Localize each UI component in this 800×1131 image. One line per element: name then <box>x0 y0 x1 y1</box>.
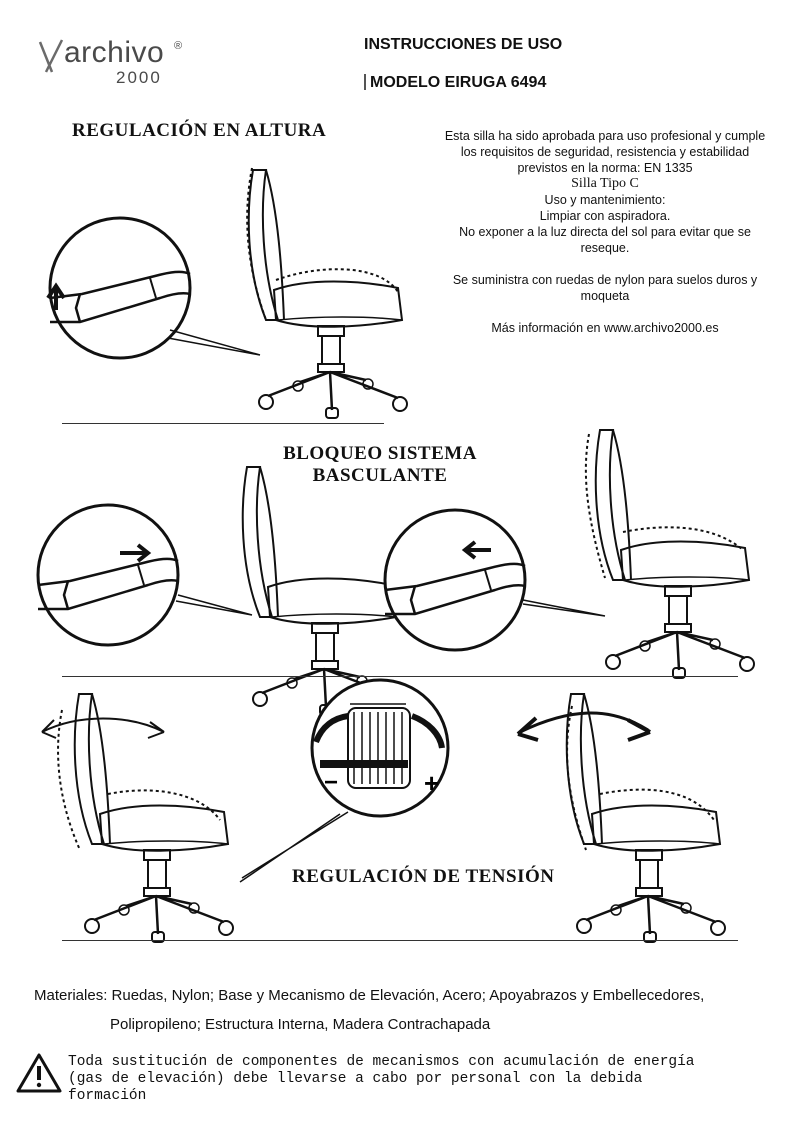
arrow-up-icon <box>46 282 66 310</box>
tension-minus-sign: − <box>324 769 338 796</box>
page-title: INSTRUCCIONES DE USO <box>364 36 563 53</box>
height-regulation-title: REGULACIÓN EN ALTURA <box>72 120 327 141</box>
sun-text: No exponer a la luz directa del sol para… <box>459 225 751 255</box>
tilt-lock-left-illustration <box>36 465 403 717</box>
warning-triangle-icon <box>16 1053 62 1093</box>
height-regulation-illustration <box>46 167 409 420</box>
chair-icon <box>73 692 235 944</box>
warning-line1: Toda sustitución de componentes de mecan… <box>68 1054 695 1070</box>
divider-1 <box>62 423 384 424</box>
lever-icon <box>383 508 527 652</box>
arrow-right-icon <box>120 543 152 563</box>
tilt-lock-title-line1: BLOQUEO SISTEMA <box>283 443 477 464</box>
brand-registered-mark: ® <box>174 40 183 52</box>
tilt-lock-right-illustration <box>383 428 756 680</box>
use-title: Uso y mantenimiento: <box>544 193 666 207</box>
chair-icon <box>594 428 756 680</box>
brand-number: 2000 <box>116 68 162 87</box>
info-block: Esta silla ha sido aprobada para uso pro… <box>440 128 770 336</box>
arrow-left-icon <box>461 540 491 560</box>
brand-name: archivo <box>64 36 165 69</box>
lever-icon <box>36 503 180 647</box>
warning-line3: formación <box>68 1088 147 1104</box>
double-arrow-icon <box>41 717 165 733</box>
tension-right-chair <box>516 692 727 944</box>
tilt-lock-title-line2: BASCULANTE <box>312 465 448 486</box>
tension-left-chair <box>41 692 235 944</box>
warning-line2: (gas de elevación) debe llevarse a cabo … <box>68 1071 643 1087</box>
materials-line2: Polipropileno; Estructura Interna, Mader… <box>110 1016 491 1033</box>
wheels-text: Se suministra con ruedas de nylon para s… <box>452 273 758 303</box>
tension-plus-sign: + <box>424 768 439 798</box>
lever-icon <box>48 216 192 360</box>
archivo-logo-icon <box>38 39 64 73</box>
divider-2 <box>62 676 738 677</box>
tilt-lock-title: BLOQUEO SISTEMA BASCULANTE <box>280 443 480 487</box>
clean-text: Limpiar con aspiradora. <box>539 209 671 223</box>
model-title: MODELO EIRUGA 6494 <box>370 74 547 91</box>
chair-icon <box>247 168 409 420</box>
divider-3 <box>62 940 738 941</box>
tension-knob-illustration: − + <box>239 678 450 883</box>
more-info-text: Más información en www.archivo2000.es <box>491 321 719 335</box>
warning-text: Toda sustitución de componentes de mecan… <box>68 1054 695 1105</box>
tension-knob-icon <box>313 703 445 789</box>
cursor-mark <box>364 74 366 90</box>
materials-line1: Materiales: Ruedas, Nylon; Base y Mecani… <box>34 987 705 1004</box>
tension-regulation-title: REGULACIÓN DE TENSIÓN <box>292 866 555 887</box>
chair-type: Silla Tipo C <box>571 176 639 191</box>
chair-icon <box>241 465 403 717</box>
approval-text: Esta silla ha sido aprobada para uso pro… <box>444 129 766 175</box>
